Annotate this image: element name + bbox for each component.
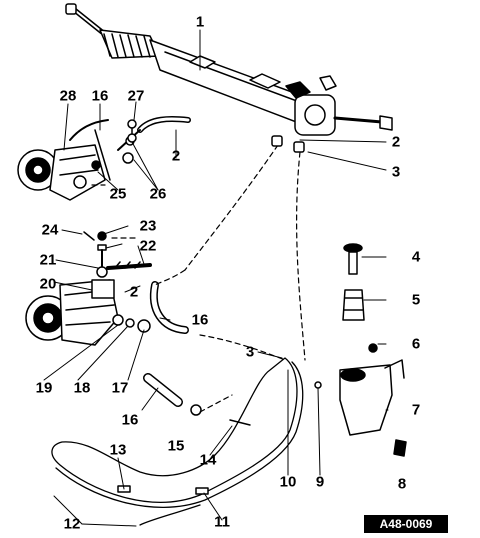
callout-16: 16 — [121, 411, 139, 429]
callout-20: 20 — [39, 275, 57, 293]
callout-2: 2 — [171, 147, 181, 165]
callout-21: 21 — [39, 251, 57, 269]
callout-2: 2 — [391, 133, 401, 151]
callout-16: 16 — [191, 311, 209, 329]
suction-hose — [149, 281, 189, 334]
callout-6: 6 — [411, 335, 421, 353]
callout-25: 25 — [109, 185, 127, 203]
rack-connectors — [271, 135, 305, 153]
bolts-21-24 — [83, 231, 108, 278]
callout-5: 5 — [411, 291, 421, 309]
callout-27: 27 — [127, 87, 145, 105]
callout-14: 14 — [199, 451, 217, 469]
callout-19: 19 — [35, 379, 53, 397]
hose-segment-16 — [143, 373, 202, 416]
callout-17: 17 — [111, 379, 129, 397]
fasteners-26-27 — [122, 119, 137, 164]
figure-reference-code: A48-0069 — [364, 515, 448, 533]
callout-4: 4 — [411, 248, 421, 266]
callout-16: 16 — [91, 87, 109, 105]
routing-dashes — [91, 144, 306, 413]
reservoir-assembly — [314, 243, 407, 457]
callout-22: 22 — [139, 237, 157, 255]
callout-1: 1 — [195, 13, 205, 31]
callout-28: 28 — [59, 87, 77, 105]
callout-26: 26 — [149, 185, 167, 203]
callout-8: 8 — [397, 475, 407, 493]
callout-15: 15 — [167, 437, 185, 455]
callout-24: 24 — [41, 221, 59, 239]
power-steering-pump — [25, 261, 152, 346]
seal-rings — [112, 314, 151, 333]
callout-2: 2 — [129, 283, 139, 301]
callout-9: 9 — [315, 473, 325, 491]
callout-23: 23 — [139, 217, 157, 235]
callout-12: 12 — [63, 515, 81, 533]
callout-18: 18 — [73, 379, 91, 397]
callout-7: 7 — [411, 401, 421, 419]
callout-10: 10 — [279, 473, 297, 491]
steering-rack-assembly — [65, 3, 393, 136]
leader-lines — [43, 29, 389, 527]
callout-3: 3 — [245, 343, 255, 361]
callout-3: 3 — [391, 163, 401, 181]
callout-13: 13 — [109, 441, 127, 459]
pump-bracket-top — [17, 119, 111, 201]
callout-11: 11 — [214, 513, 230, 531]
